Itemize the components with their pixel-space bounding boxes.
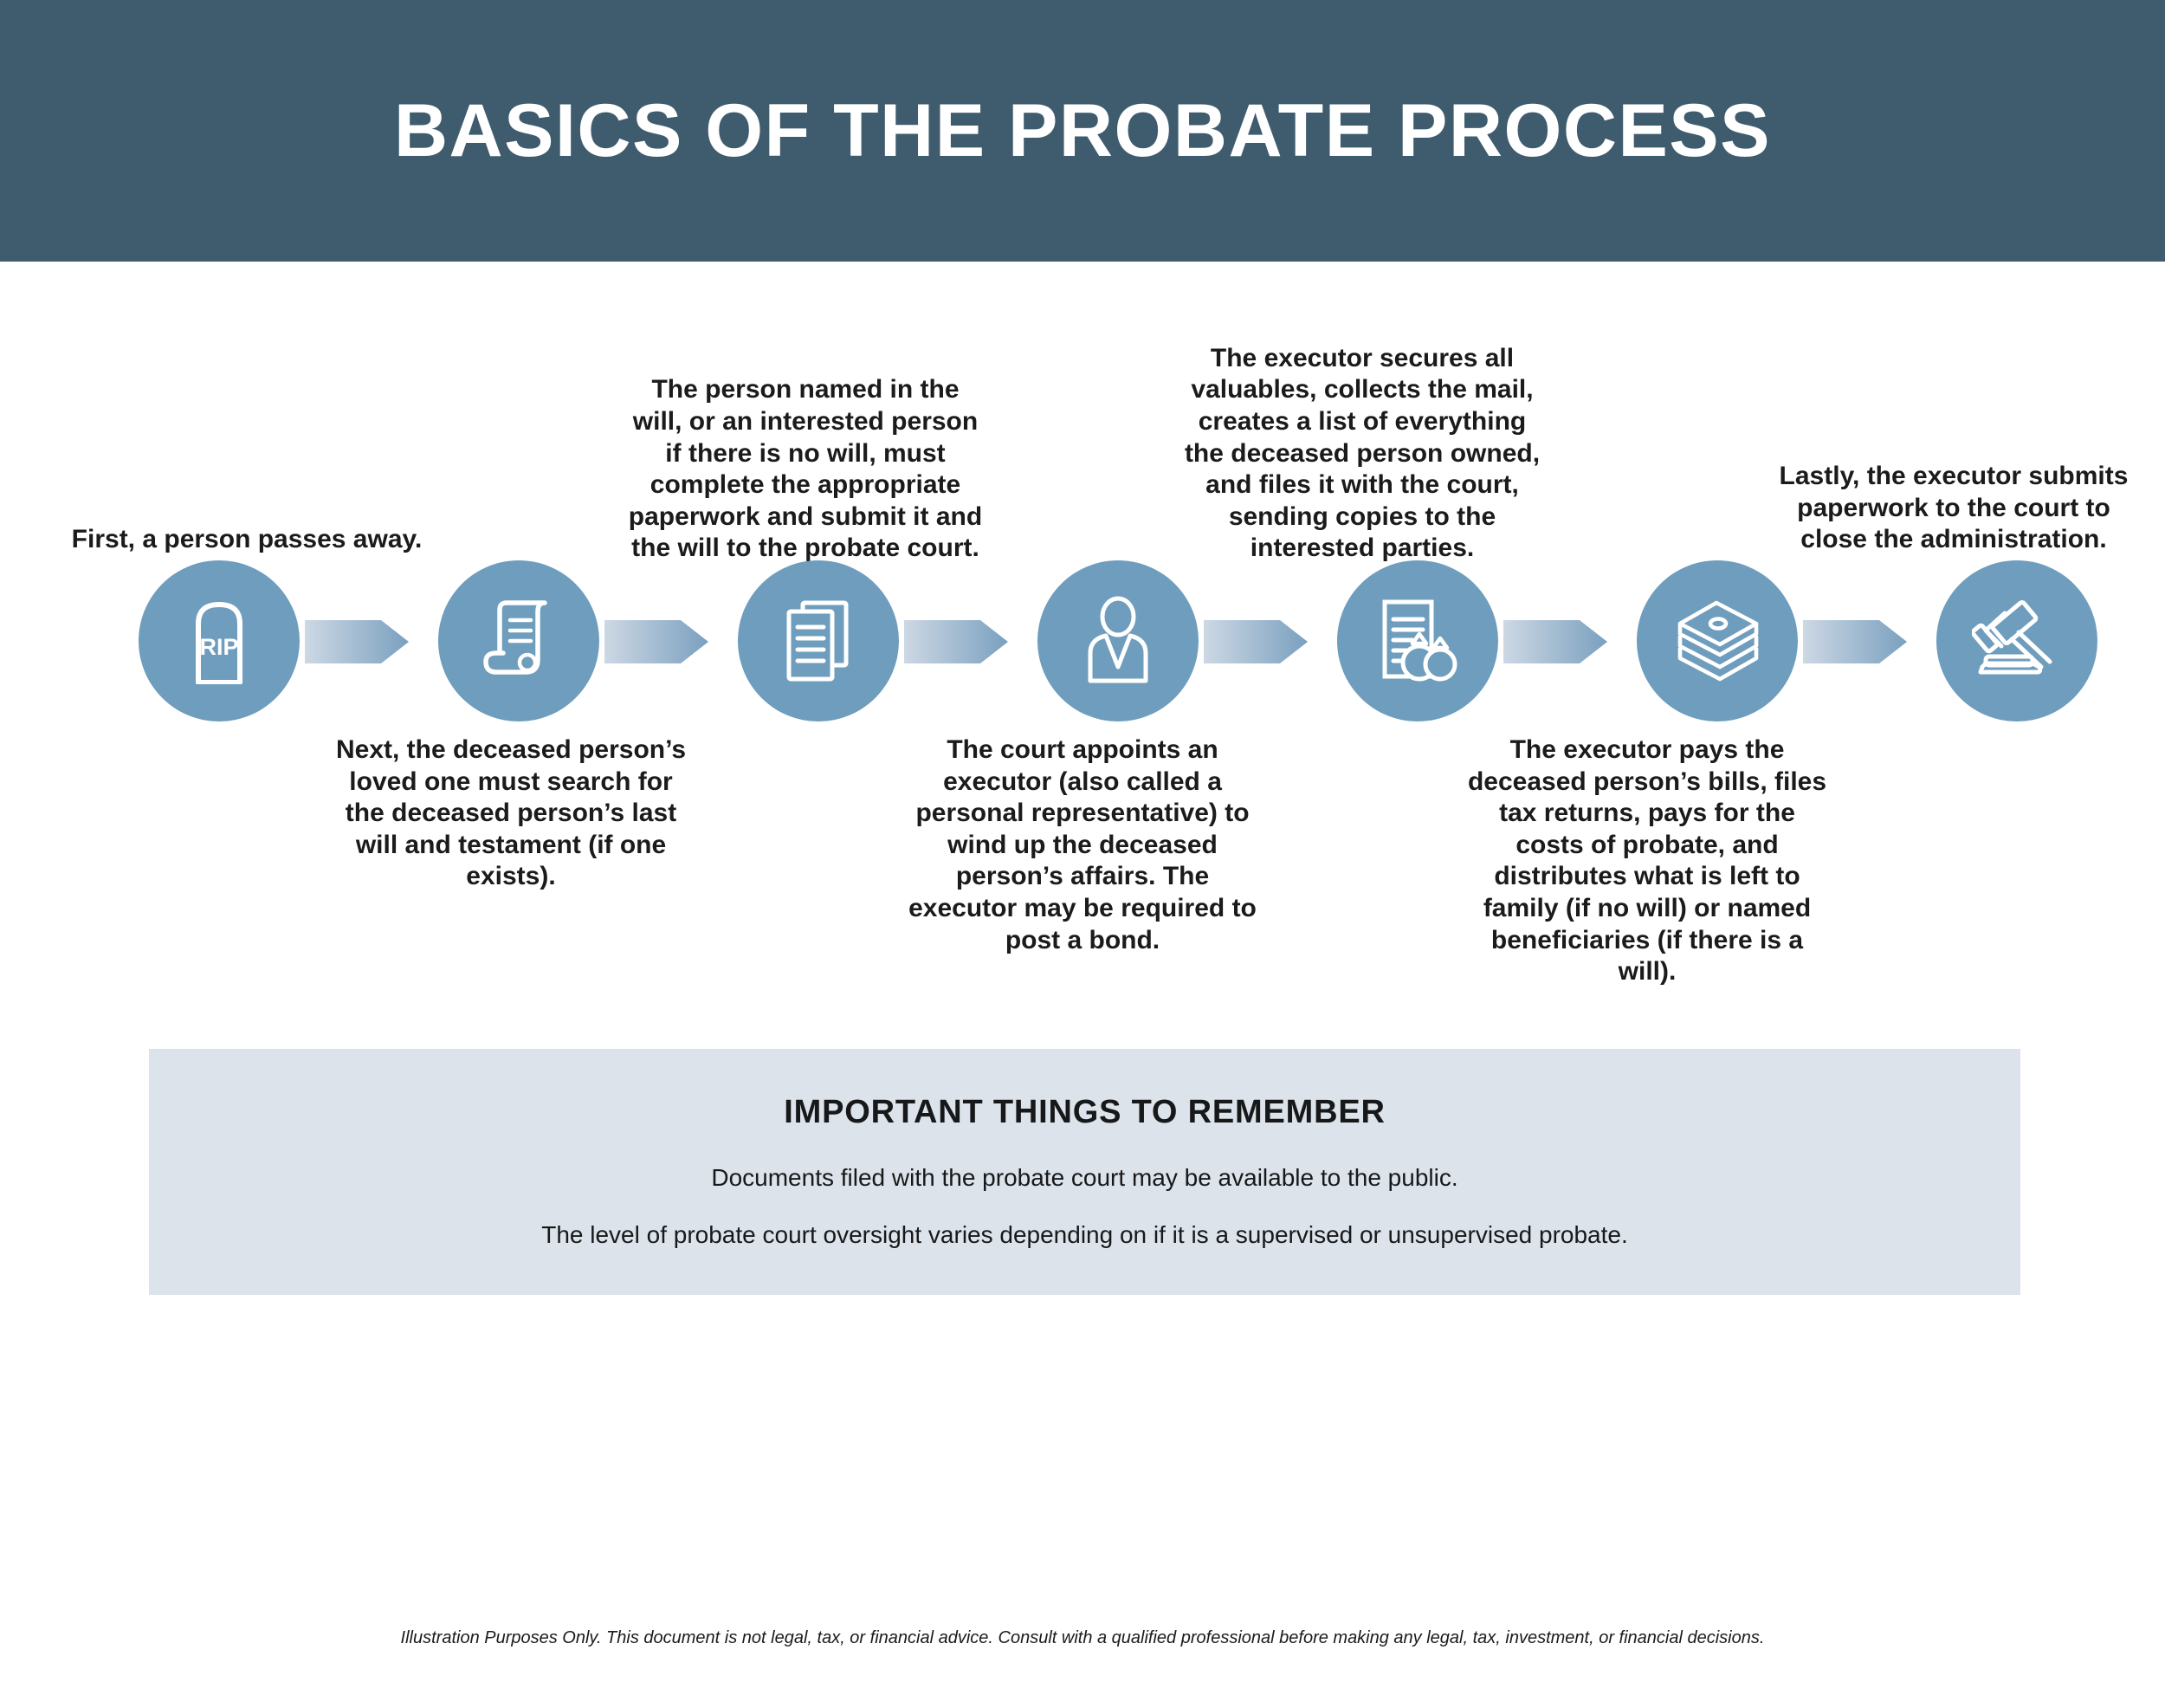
tombstone-icon: RIP [196,602,242,684]
person-executor-icon [1088,596,1148,683]
step-caption-5: The executor secures all valuables, coll… [1184,343,1541,563]
step-caption-4: The court appoints an executor (also cal… [908,735,1257,954]
process-flow: First, a person passes away. RIP Next, t… [0,262,2165,1041]
cash-stack-icon [1677,600,1759,682]
step-node-1[interactable]: RIP [139,560,300,721]
step-caption-1: First, a person passes away. [71,525,423,554]
important-things-title: IMPORTANT THINGS TO REMEMBER [784,1094,1386,1130]
documents-icon [786,600,849,682]
flow-arrow-5 [1503,615,1607,669]
flow-arrow-4 [1204,615,1308,669]
step-caption-2: Next, the deceased person’s loved one mu… [335,735,687,891]
footer-disclaimer: Illustration Purposes Only. This documen… [400,1628,1765,1647]
page-header: BASICS OF THE PROBATE PROCESS [0,0,2165,262]
step-caption-3: The person named in the will, or an inte… [628,375,983,563]
page-title: BASICS OF THE PROBATE PROCESS [393,89,1772,172]
gavel-icon [1972,599,2052,675]
flow-arrow-2 [604,615,708,669]
flow-arrow-6 [1803,615,1907,669]
step-node-7[interactable] [1936,560,2097,721]
important-things-line-1: Documents filed with the probate court m… [711,1164,1458,1191]
step-node-5[interactable] [1337,560,1498,721]
flow-arrow-1 [305,615,409,669]
step-node-4[interactable] [1037,560,1199,721]
step-caption-7: Lastly, the executor submits paperwork t… [1779,462,2129,554]
step-node-2[interactable] [438,560,599,721]
step-node-3[interactable] [738,560,899,721]
step-node-6[interactable] [1637,560,1798,721]
tombstone-rip-text: RIP [199,634,238,660]
inventory-jewelry-icon [1382,599,1457,682]
important-things-line-2: The level of probate court oversight var… [541,1221,1628,1248]
important-things-panel: IMPORTANT THINGS TO REMEMBER Documents f… [149,1049,2020,1295]
scroll-icon [483,600,547,675]
step-caption-6: The executor pays the deceased person’s … [1467,735,1827,987]
flow-arrow-3 [904,615,1008,669]
